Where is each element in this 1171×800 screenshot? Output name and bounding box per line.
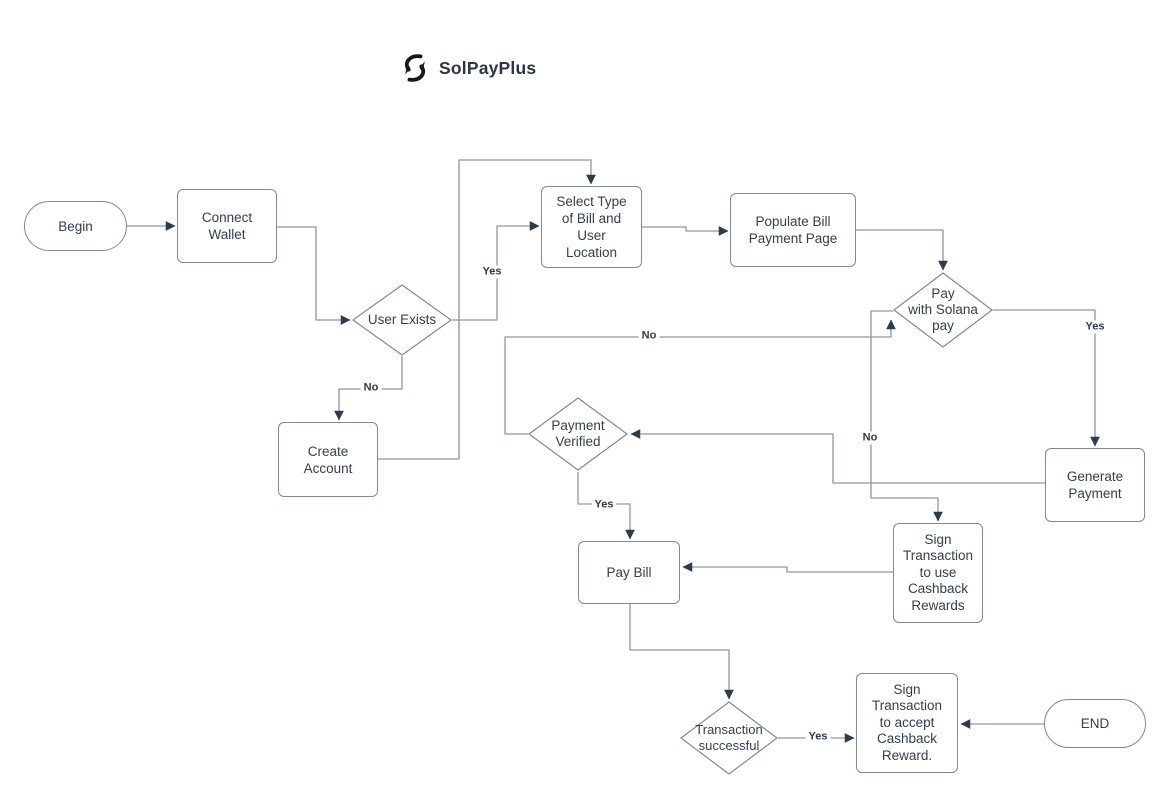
- edge-sign-use-rewards-to-pay-bill: [682, 562, 893, 573]
- node-payment-verified-label: Payment Verified: [551, 418, 605, 449]
- edge-label-no: No: [638, 329, 660, 343]
- node-pay-bill-label: Pay Bill: [606, 565, 652, 580]
- edge-generate-payment-to-payment-verified: [630, 429, 1045, 484]
- node-connect-wallet-label: Connect Wallet: [201, 210, 253, 242]
- edge-create-account-to-select-type: [377, 159, 596, 460]
- node-begin: Begin: [24, 201, 127, 251]
- edge-pay-with-solana-no-to-sign-use-rewards: [870, 310, 943, 522]
- node-begin-label: Begin: [58, 218, 93, 234]
- node-payment-verified: Payment Verified: [528, 397, 628, 471]
- node-select-type-label: Select Type of Bill and User Location: [556, 194, 627, 260]
- node-connect-wallet: Connect Wallet: [177, 189, 277, 263]
- edge-payment-verified-no-to-pay-with-solana: [504, 319, 896, 435]
- node-sign-accept-reward: Sign Transaction to accept Cashback Rewa…: [856, 673, 958, 773]
- node-pay-with-solana: Pay with Solana pay: [893, 272, 993, 348]
- diamond-shape: [352, 284, 452, 356]
- node-create-account-label: Create Account: [303, 443, 353, 476]
- node-sign-accept-reward-label: Sign Transaction to accept Cashback Rewa…: [871, 681, 943, 763]
- node-user-exists-label: User Exists: [367, 312, 437, 327]
- edge-label-yes: Yes: [479, 265, 505, 279]
- edge-pay-bill-to-transaction-successful: [629, 604, 734, 700]
- edge-populate-bill-to-pay-with-solana: [856, 229, 948, 271]
- node-pay-with-solana-label: Pay with Solana pay: [908, 286, 978, 333]
- edge-label-no: No: [859, 431, 881, 445]
- edge-label-yes: Yes: [591, 498, 617, 512]
- node-select-type: Select Type of Bill and User Location: [541, 186, 642, 268]
- node-populate-bill: Populate Bill Payment Page: [730, 193, 856, 267]
- diamond-shape: [528, 397, 628, 471]
- node-sign-use-rewards-label: Sign Transaction to use Cashback Rewards: [902, 531, 974, 613]
- node-create-account: Create Account: [278, 422, 378, 497]
- node-transaction-successful-label: Transaction successful: [695, 722, 763, 753]
- diamond-shape: [893, 272, 993, 348]
- edge-label-yes: Yes: [805, 730, 831, 744]
- edge-label-yes: Yes: [1082, 320, 1108, 334]
- edge-label-no: No: [360, 381, 382, 395]
- node-transaction-successful: Transaction successful: [680, 701, 778, 775]
- edge-pay-with-solana-yes-to-generate-payment: [993, 309, 1100, 447]
- node-end-label: END: [1080, 716, 1110, 731]
- swap-arrows-icon: [404, 54, 426, 82]
- node-sign-use-rewards: Sign Transaction to use Cashback Rewards: [893, 523, 983, 623]
- edge-connect-wallet-to-user-exists: [277, 226, 351, 325]
- edge-select-type-to-populate-bill: [642, 226, 729, 236]
- node-end: END: [1044, 699, 1146, 748]
- node-populate-bill-label: Populate Bill Payment Page: [748, 214, 838, 246]
- diamond-shape: [680, 701, 778, 775]
- node-pay-bill: Pay Bill: [578, 541, 680, 604]
- brand-name: SolPayPlus: [439, 57, 537, 78]
- node-user-exists: User Exists: [352, 284, 452, 356]
- brand: SolPayPlus: [399, 52, 536, 84]
- node-generate-payment: Generate Payment: [1045, 448, 1145, 522]
- node-generate-payment-label: Generate Payment: [1066, 469, 1124, 501]
